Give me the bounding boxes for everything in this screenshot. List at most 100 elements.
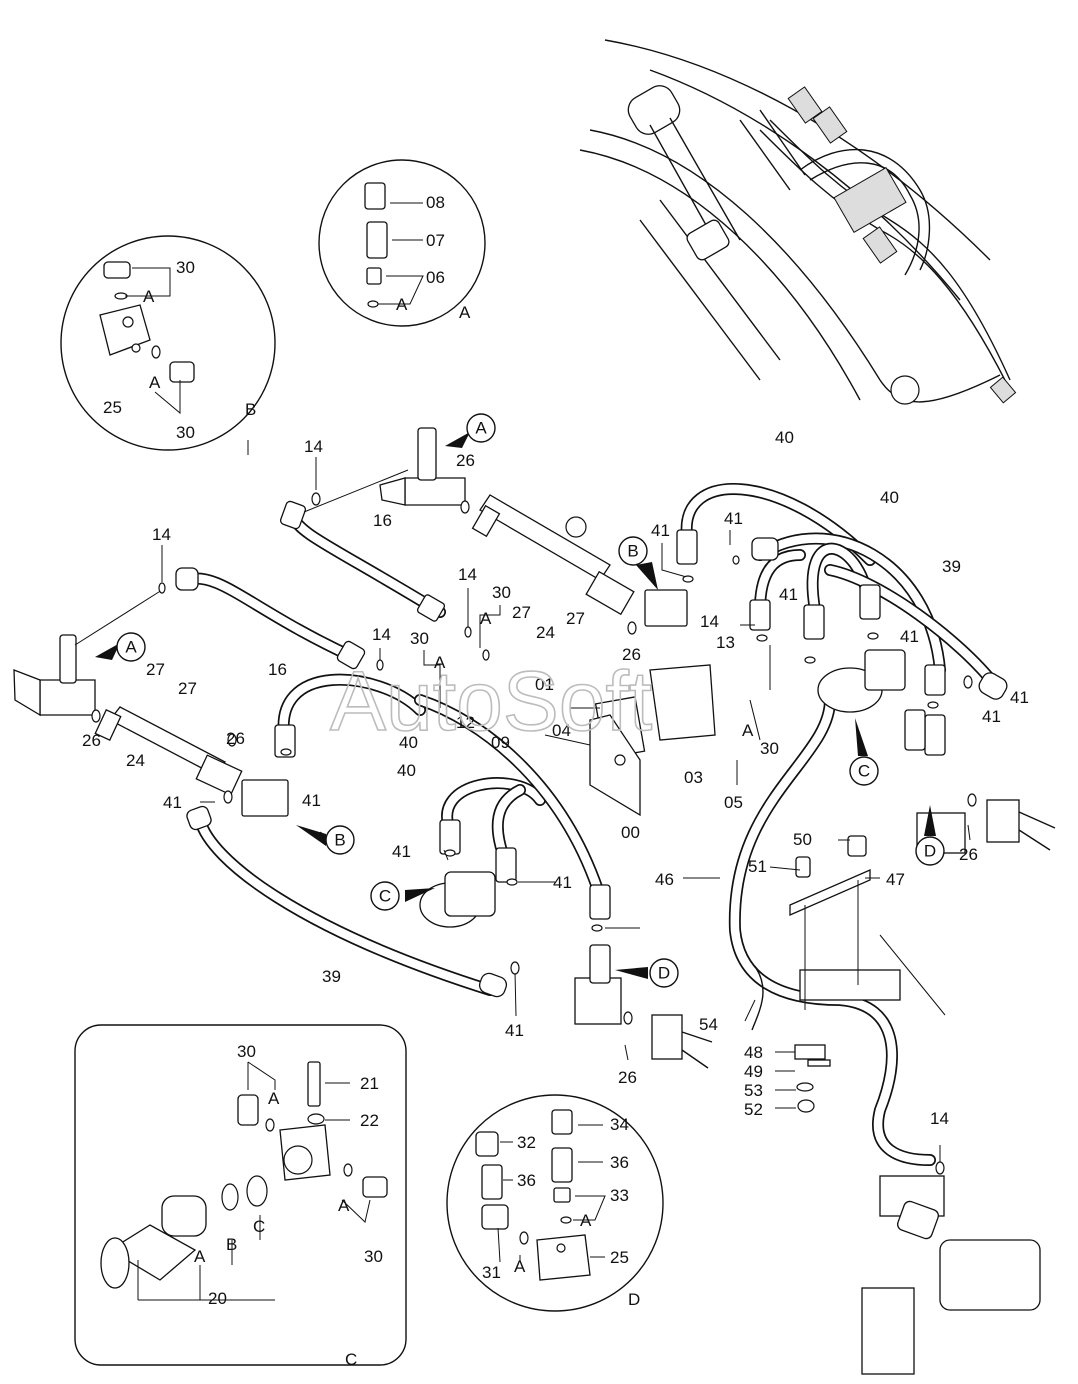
inset-c-label-20: 20 (208, 1289, 227, 1308)
label-14: 14 (700, 612, 719, 631)
svg-text:C: C (379, 887, 391, 906)
inset-b-letter: B (245, 400, 256, 419)
label-39: 39 (322, 967, 341, 986)
label-40: 40 (397, 761, 416, 780)
label-09: 09 (491, 733, 510, 752)
label-a: A (434, 653, 446, 672)
inset-a-label-06: 06 (426, 268, 445, 287)
label-26: 26 (959, 845, 978, 864)
label-41: 41 (302, 791, 321, 810)
label-12: 12 (456, 713, 475, 732)
inset-d-label-a-left: A (514, 1257, 526, 1276)
o-rings (91, 492, 977, 1175)
label-04: 04 (552, 721, 571, 740)
inset-c: 30 A 21 22 A 30 A B C 20 C (74, 1024, 407, 1369)
label-41: 41 (505, 1021, 524, 1040)
label-14: 14 (930, 1109, 949, 1128)
label-14: 14 (304, 437, 323, 456)
svg-text:B: B (627, 542, 638, 561)
callout-c-lower: C (370, 881, 435, 911)
label-00: 00 (621, 823, 640, 842)
label-53: 53 (744, 1081, 763, 1100)
label-41: 41 (163, 793, 182, 812)
svg-text:C: C (858, 762, 870, 781)
inset-b-label-30-bottom: 30 (176, 423, 195, 442)
inset-a-label-07: 07 (426, 231, 445, 250)
inset-d-label-36-right: 36 (610, 1153, 629, 1172)
bracket-00 (589, 714, 641, 817)
label-27: 27 (566, 609, 585, 628)
label-24: 24 (126, 751, 145, 770)
part-labels: 14 26 16 14 16 27 27 26 24 26 41 41 40 4… (82, 428, 1029, 1128)
label-14: 14 (372, 625, 391, 644)
label-41: 41 (553, 873, 572, 892)
label-54: 54 (699, 1015, 718, 1034)
inset-a-label-08: 08 (426, 193, 445, 212)
label-50: 50 (793, 830, 812, 849)
inset-a-letter: A (459, 303, 471, 322)
label-39: 39 (942, 557, 961, 576)
inset-d-label-25: 25 (610, 1248, 629, 1267)
label-40: 40 (399, 733, 418, 752)
label-05: 05 (724, 793, 743, 812)
inset-c-label-a-right: A (338, 1196, 350, 1215)
label-51: 51 (748, 857, 767, 876)
callout-b-upper: B (618, 536, 658, 590)
callout-b-lower: B (296, 825, 355, 855)
inset-a-label-a: A (396, 295, 408, 314)
callouts: A A B B C C D (95, 413, 945, 988)
component-blocks (13, 427, 1056, 1375)
boom-illustration (579, 39, 1017, 405)
label-49: 49 (744, 1062, 763, 1081)
hose-fittings (175, 500, 1008, 998)
label-46: 46 (655, 870, 674, 889)
label-26: 26 (622, 645, 641, 664)
label-26: 26 (618, 1068, 637, 1087)
watermark: AutoSoft (330, 654, 652, 748)
label-27: 27 (512, 603, 531, 622)
inset-c-label-b: B (226, 1235, 237, 1254)
label-16: 16 (268, 660, 287, 679)
callout-d-right: D (915, 805, 945, 866)
svg-text:D: D (924, 842, 936, 861)
inset-c-label-a: A (194, 1247, 206, 1266)
label-52: 52 (744, 1100, 763, 1119)
inset-c-label-22: 22 (360, 1111, 379, 1130)
inset-b: 30 A A 25 30 B (60, 235, 276, 451)
label-26: 26 (226, 729, 245, 748)
label-26: 26 (456, 451, 475, 470)
label-a: A (480, 609, 492, 628)
label-41: 41 (900, 627, 919, 646)
inset-c-label-21: 21 (360, 1074, 379, 1093)
label-41: 41 (982, 707, 1001, 726)
inset-b-label-30-top: 30 (176, 258, 195, 277)
svg-text:D: D (658, 964, 670, 983)
inset-d-label-33: 33 (610, 1186, 629, 1205)
label-30: 30 (492, 583, 511, 602)
label-47: 47 (886, 870, 905, 889)
inset-c-letter: C (345, 1350, 357, 1369)
label-a: A (742, 721, 754, 740)
label-14: 14 (458, 565, 477, 584)
inset-d-label-32: 32 (517, 1133, 536, 1152)
inset-c-label-30-bottom: 30 (364, 1247, 383, 1266)
label-16: 16 (373, 511, 392, 530)
callout-a-upper: A (445, 413, 496, 448)
label-40: 40 (775, 428, 794, 447)
inset-d-label-31: 31 (482, 1263, 501, 1282)
label-30: 30 (410, 629, 429, 648)
label-48: 48 (744, 1043, 763, 1062)
inset-d-label-a-right: A (580, 1211, 592, 1230)
label-30: 30 (760, 739, 779, 758)
label-26: 26 (82, 731, 101, 750)
svg-text:A: A (475, 419, 487, 438)
inset-b-label-25: 25 (103, 398, 122, 417)
inset-d-label-34: 34 (610, 1115, 629, 1134)
label-27: 27 (178, 679, 197, 698)
label-27: 27 (146, 660, 165, 679)
label-14: 14 (152, 525, 171, 544)
hose-assemblies (180, 483, 1001, 1166)
label-41: 41 (779, 585, 798, 604)
callout-d-lower: D (615, 958, 679, 988)
